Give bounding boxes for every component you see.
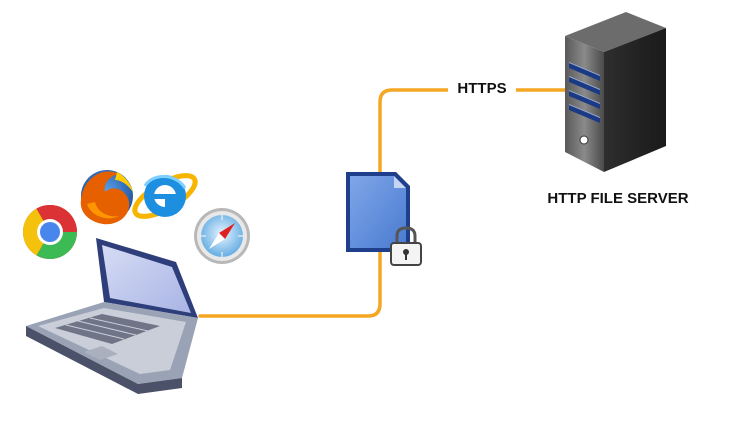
laptop-icon <box>26 238 198 394</box>
chrome-icon <box>22 204 78 260</box>
padlock-icon <box>390 226 422 266</box>
firefox-icon <box>80 170 133 225</box>
server-label: HTTP FILE SERVER <box>547 190 689 207</box>
safari-icon <box>194 208 250 264</box>
https-label: HTTPS <box>448 78 516 100</box>
server-tower-icon <box>565 12 666 172</box>
internet-explorer-icon <box>132 173 198 219</box>
document-icon <box>346 172 410 252</box>
